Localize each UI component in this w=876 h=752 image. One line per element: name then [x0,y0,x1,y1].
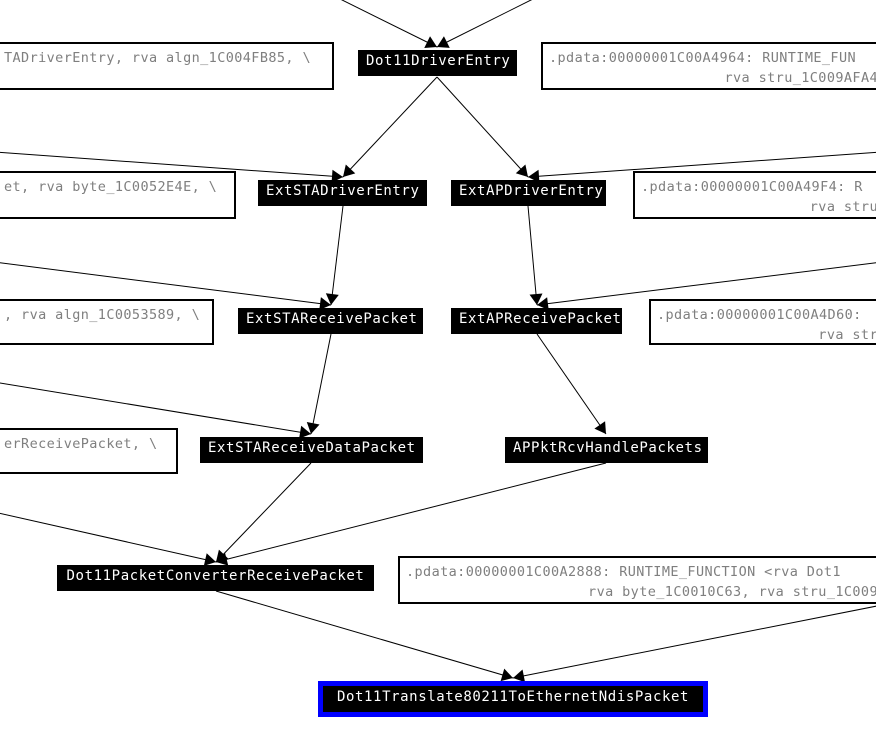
data-reference-box[interactable]: .pdata:00000001C00A4D60: rva str [649,299,876,345]
graph-node-extstadriverentry[interactable]: ExtSTADriverEntry [258,180,427,206]
graph-edge [0,262,332,306]
graph-node-dot11driverentry[interactable]: Dot11DriverEntry [358,50,517,76]
graph-edge [436,0,533,48]
graph-edge [342,76,438,178]
graph-edge [436,76,529,178]
graph-edge-arrowhead [528,169,540,183]
graph-edge [215,462,312,563]
data-reference-line-2: rva stru [809,199,876,215]
graph-edge-arrowhead [331,169,343,183]
data-reference-line-1: , rva algn_1C0053589, \ [4,307,201,323]
graph-node-extstareceivepacket[interactable]: ExtSTAReceivePacket [238,308,423,334]
graph-edge [527,151,876,178]
graph-edge [215,462,607,563]
graph-edge-arrowhead [594,421,606,434]
graph-edge [527,205,538,306]
graph-edge-arrowhead [203,553,216,566]
data-reference-line-1: erReceivePacket, \ [4,436,158,452]
graph-edge [310,333,332,435]
graph-edge-arrowhead [319,297,331,311]
data-reference-box[interactable]: .pdata:00000001C00A2888: RUNTIME_FUNCTIO… [398,556,876,604]
data-reference-line-1: .pdata:00000001C00A4D60: [657,307,862,323]
data-reference-box[interactable]: TADriverEntry, rva algn_1C004FB85, \ [0,42,334,90]
data-reference-box[interactable]: et, rva byte_1C0052E4E, \ [0,171,236,219]
graph-edge [536,333,607,435]
graph-edge-arrowhead [529,293,543,305]
graph-edge-arrowhead [299,425,311,439]
graph-node-dot11translate[interactable]: Dot11Translate80211ToEthernetNdisPacket [318,681,708,717]
graph-edge-arrowhead [437,36,450,48]
graph-edge-arrowhead [325,293,339,305]
graph-edge [0,512,217,563]
graph-edge-arrowhead [306,421,320,434]
data-reference-line-1: .pdata:00000001C00A2888: RUNTIME_FUNCTIO… [406,564,841,580]
graph-edge [340,0,438,48]
data-reference-line-1: .pdata:00000001C00A49F4: R [641,179,863,195]
data-reference-box[interactable]: .pdata:00000001C00A49F4: R rva stru [633,171,876,219]
graph-edge-arrowhead [216,552,229,566]
data-reference-box[interactable]: erReceivePacket, \ [0,428,178,474]
graph-node-appktrcvhandlepackets[interactable]: APPktRcvHandlePackets [505,437,708,463]
data-reference-line-2: rva stru_1C009AFA4 [724,70,876,86]
data-reference-line-1: TADriverEntry, rva algn_1C004FB85, \ [4,50,311,66]
data-reference-line-2: rva str [818,327,876,343]
graph-edge [0,151,344,178]
graph-edge-arrowhead [537,297,549,311]
graph-edge [330,205,344,306]
graph-node-dot11pktconvrecvpacket[interactable]: Dot11PacketConverterReceivePacket [57,565,374,591]
graph-edge-arrowhead [513,669,526,683]
data-reference-line-1: .pdata:00000001C00A4964: RUNTIME_FUN [549,50,856,66]
data-reference-box[interactable]: , rva algn_1C0053589, \ [0,299,214,345]
graph-node-label: Dot11Translate80211ToEthernetNdisPacket [331,686,695,708]
data-reference-line-2: rva byte_1C0010C63, rva stru_1C009 [588,584,876,600]
graph-edge [215,590,514,679]
graph-edge-arrowhead [424,36,437,48]
graph-edge-arrowhead [500,668,513,682]
graph-edge-arrowhead [515,164,528,177]
data-reference-line-1: et, rva byte_1C0052E4E, \ [4,179,218,195]
graph-node-extapreceivepacket[interactable]: ExtAPReceivePacket [451,308,622,334]
graph-edge [536,262,876,306]
graph-node-extstareceivedatapacket[interactable]: ExtSTAReceiveDataPacket [200,437,423,463]
graph-node-extapdriverentry[interactable]: ExtAPDriverEntry [451,180,606,206]
graph-edge-arrowhead [343,164,356,177]
graph-edge [512,605,876,679]
graph-edge [0,382,312,435]
